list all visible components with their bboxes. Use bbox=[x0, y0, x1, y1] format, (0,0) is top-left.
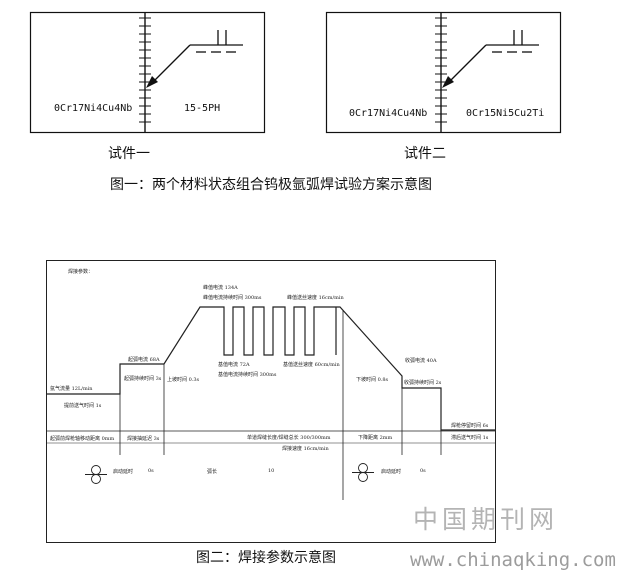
torch-stay-label: 焊枪停留时间 6s bbox=[451, 423, 489, 429]
peak-current-label: 峰值电流 134A bbox=[203, 285, 238, 291]
specimen2-weld-symbol bbox=[448, 30, 539, 83]
specimen2-ticks bbox=[435, 17, 447, 123]
arc-start-current-label: 起弧电流 68A bbox=[128, 357, 160, 363]
down-distance-label: 下降距离 2mm bbox=[358, 435, 393, 441]
figure1-caption: 图一：两个材料状态组合钨极氩弧焊试验方案示意图 bbox=[110, 177, 432, 193]
specimen2-right-material: 0Cr15Ni5Cu2Ti bbox=[466, 108, 545, 119]
peak-time-label: 峰值电流持续时间 300ms bbox=[203, 295, 262, 301]
specimen2-caption: 试件二 bbox=[404, 146, 446, 162]
specimen2-frame bbox=[325, 11, 562, 134]
watermark-cn: 中国期刊网 bbox=[413, 505, 559, 534]
specimen1-caption: 试件一 bbox=[108, 146, 150, 162]
specimen1-frame bbox=[29, 11, 266, 134]
specimen1-weld-symbol bbox=[152, 30, 243, 83]
specimen1-right-material: 15-5PH bbox=[184, 103, 221, 114]
arc-start-time-label: 起弧持续时间 3s bbox=[124, 376, 162, 382]
base-time-label: 基值电流持续时间 300ms bbox=[218, 372, 277, 378]
peak-feed-label: 峰值送丝速度 16cm/min bbox=[287, 295, 344, 301]
panel-title: 焊接参数： bbox=[68, 269, 94, 275]
weld-length-label: 单道焊缝长度/焊缝总长 300/300mm bbox=[247, 435, 331, 441]
gas-flow-label: 氩气流量 12L/min bbox=[50, 386, 93, 392]
start-delay-1-label: 启动延时 bbox=[113, 469, 134, 475]
watermark-url: www.chinaqking.com bbox=[410, 549, 616, 571]
arc-length-value: 10 bbox=[268, 468, 275, 474]
specimen2-left-material: 0Cr17Ni4Cu4Nb bbox=[349, 108, 428, 119]
pre-gas-label: 提前送气时间 1s bbox=[64, 403, 102, 409]
arc-length-label: 弧长 bbox=[207, 469, 218, 475]
specimen2-arrow bbox=[442, 76, 454, 88]
figure2-caption: 图二：焊接参数示意图 bbox=[196, 550, 336, 566]
down-slope-label: 下坡时间 0.8s bbox=[356, 377, 389, 383]
arc-end-current-label: 收弧电流 40A bbox=[405, 358, 437, 364]
start-delay-2-label: 启动延时 bbox=[381, 469, 402, 475]
specimen1-arrow bbox=[146, 76, 158, 88]
arc-end-time-label: 收弧持续时间 2s bbox=[404, 380, 442, 386]
start-delay-1-value: 0s bbox=[148, 468, 154, 474]
base-feed-label: 基值送丝速度 60cm/min bbox=[283, 362, 340, 368]
post-gas-label: 滞后送气时间 1s bbox=[451, 435, 489, 441]
weld-delay-label: 焊接抽延迟 3s bbox=[127, 436, 160, 442]
up-slope-label: 上坡时间 0.3s bbox=[167, 377, 200, 383]
base-current-label: 基值电流 72A bbox=[218, 362, 250, 368]
specimen1-left-material: 0Cr17Ni4Cu4Nb bbox=[54, 103, 133, 114]
start-delay-2-value: 0s bbox=[420, 468, 426, 474]
weld-speed-label: 焊接速度 16cm/min bbox=[282, 446, 329, 452]
start-distance-label: 起弧前焊枪轴移动距离 0mm bbox=[50, 436, 115, 442]
